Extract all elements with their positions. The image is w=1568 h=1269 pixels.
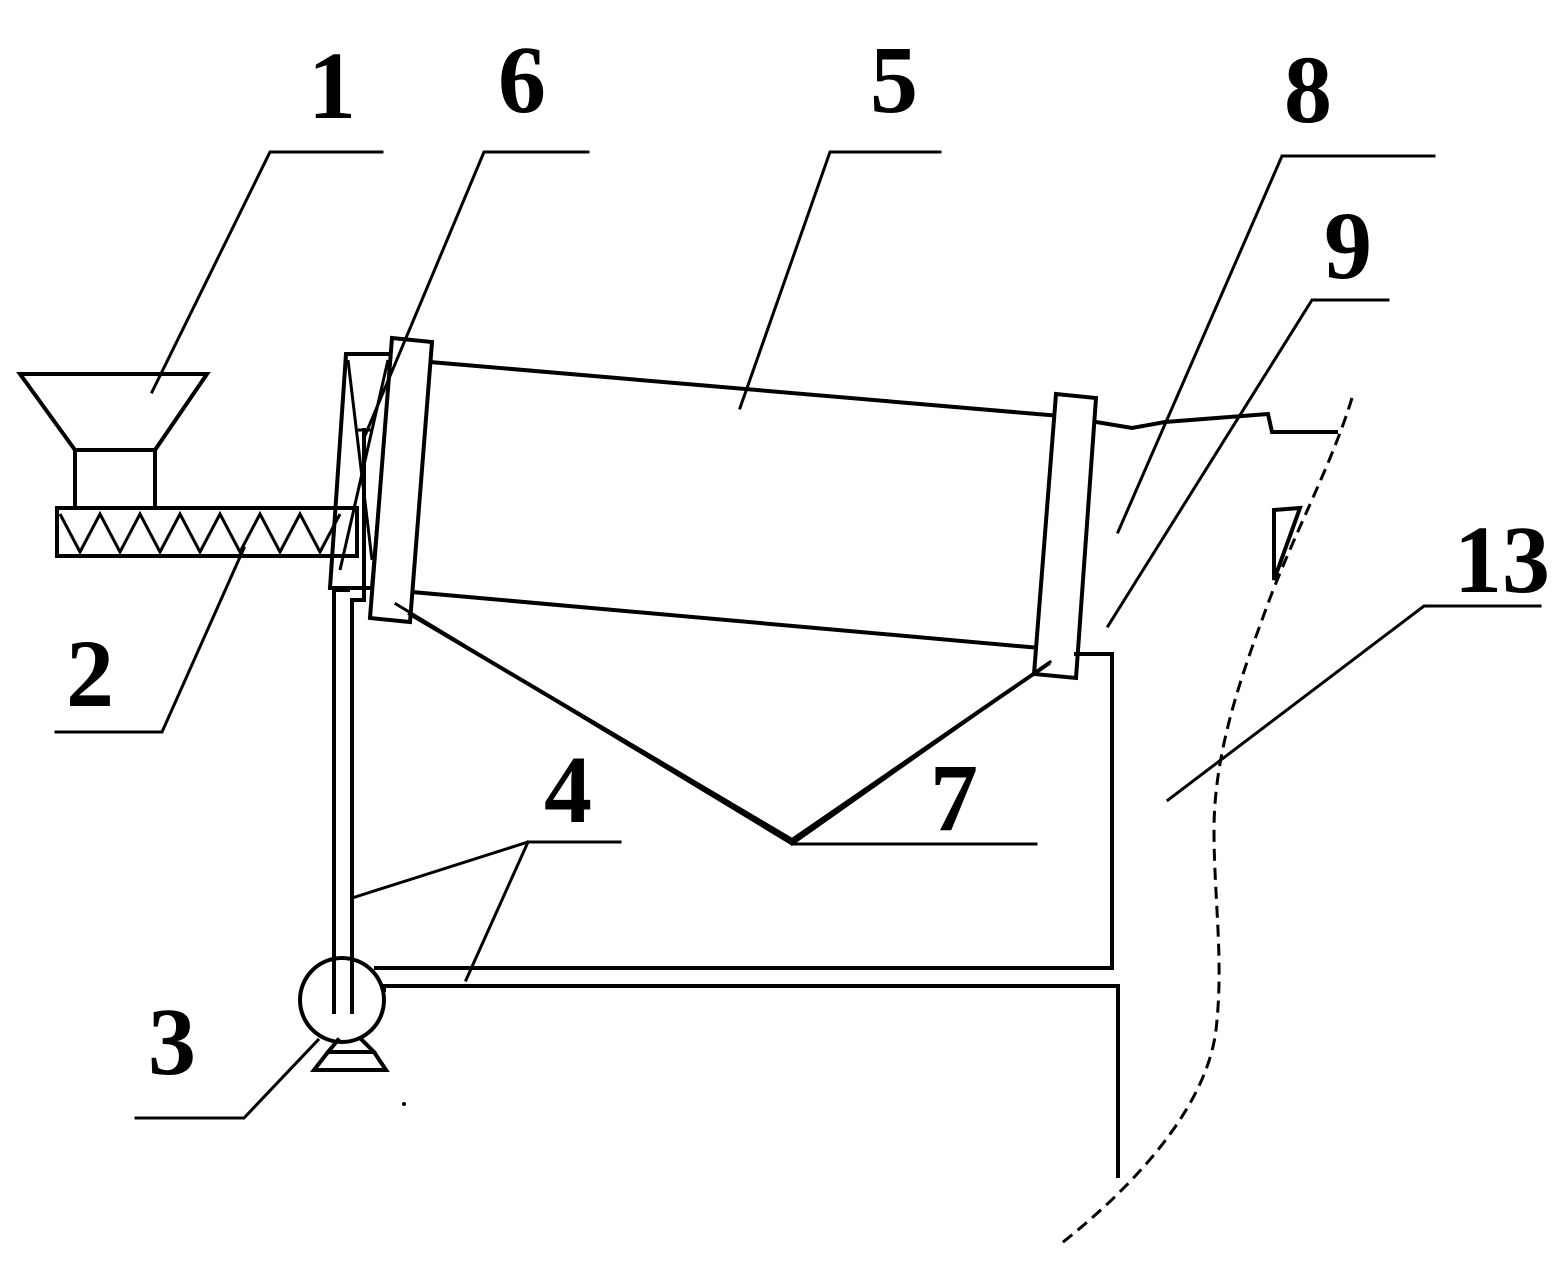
drum-inlet-ring: [367, 335, 435, 625]
label-hopper: 1: [308, 32, 356, 139]
screw-conveyor: [55, 506, 359, 558]
label-drum: 5: [870, 26, 918, 133]
label-ground-area: 13: [1454, 506, 1550, 613]
label-pump: 3: [148, 988, 196, 1095]
pump: [298, 956, 390, 1072]
drum-outlet-ring: [1031, 391, 1099, 681]
speck-dot: [402, 1102, 406, 1106]
label-screw-conveyor: 2: [66, 620, 114, 727]
part-numbers: 1 6 5 8 9 13 2 7 4 3: [66, 26, 1550, 1095]
label-outlet: 8: [1284, 36, 1332, 143]
label-tank: 7: [930, 744, 978, 851]
boundary-dashed-line: [1057, 397, 1354, 1248]
hopper: [16, 372, 211, 510]
label-inlet-chute: 6: [498, 26, 546, 133]
label-gap: 9: [1324, 192, 1372, 299]
drum: [367, 335, 1338, 681]
label-pipe: 4: [544, 736, 592, 843]
pipe: [332, 428, 1120, 1178]
screw-flight: [58, 510, 342, 556]
leader-lines: [54, 150, 1542, 1120]
